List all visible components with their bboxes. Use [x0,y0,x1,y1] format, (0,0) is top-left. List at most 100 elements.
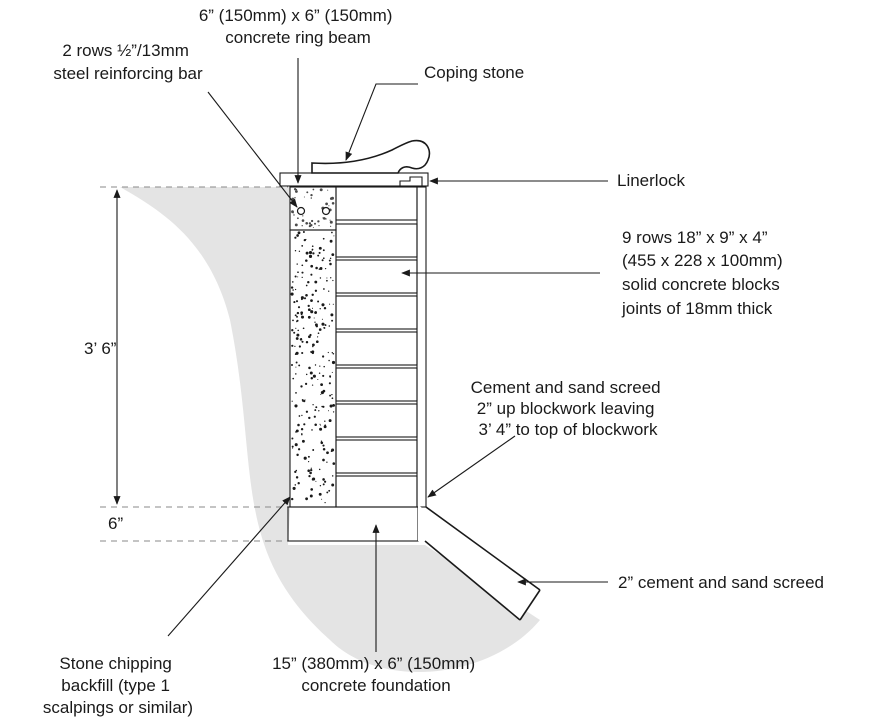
stipple-dot [310,299,313,302]
stipple-dot [317,332,320,335]
stipple-dot [307,469,311,473]
stipple-dot [308,224,312,228]
stipple-dot [308,474,311,478]
stipple-dot [310,264,314,268]
stipple-dot [295,373,297,375]
stipple-dot [315,406,318,409]
stipple-dot [319,267,323,270]
stipple-dot [329,404,333,408]
stipple-dot [327,189,329,191]
stipple-dot [297,329,299,332]
stipple-dot [291,445,294,448]
stipple-dot [318,410,320,412]
stipple-dot [331,202,335,205]
stipple-dot [295,188,298,191]
stipple-dot [314,280,318,284]
stipple-dot [326,279,328,282]
stipple-dot [322,237,325,240]
concrete-block-courses [335,186,418,508]
stipple-dot [317,254,320,257]
stipple-dot [312,477,316,481]
stipple-dot [303,423,306,426]
stipple-dot [324,324,327,327]
stipple-dot [297,217,299,220]
stipple-dot [305,497,308,501]
stipple-dot [309,494,313,498]
rebar-left [296,206,306,216]
stipple-dot [291,400,293,402]
stipple-dot [294,314,297,317]
stipple-dot [314,409,317,412]
stipple-dot [331,393,333,396]
backfill-stipple [290,231,336,504]
coping-leader [345,83,418,161]
stipple-dot [327,351,329,354]
stipple-dot [324,480,327,483]
stipple-dot [314,321,316,323]
stipple-dot [314,423,317,426]
stipple-dot [331,360,336,365]
stipple-dot [296,315,298,318]
stipple-dot [301,264,304,267]
stipple-dot [310,197,313,199]
stipple-dot [329,262,332,266]
coping-stone-profile [311,139,431,174]
stipple-dot [300,315,305,319]
stipple-dot [328,489,331,492]
backfill-leader [167,496,291,637]
stipple-dot [294,223,298,227]
stipple-dot [295,337,299,340]
stipple-dot [294,345,296,348]
stipple-dot [292,486,296,490]
stipple-dot [294,484,297,486]
stipple-dot [297,276,299,278]
stipple-dot [319,277,322,279]
stipple-dot [329,197,333,200]
stipple-dot [324,501,326,504]
stipple-dot [332,403,336,407]
stipple-dot [294,197,296,199]
stipple-dot [328,325,331,327]
stipple-dot [304,382,308,386]
screed-layer [416,186,427,508]
stipple-dot [330,225,332,227]
stipple-dot [305,259,308,262]
stipple-dot [295,476,299,479]
stipple-dot [317,378,319,381]
stipple-dot [295,469,298,472]
ground-excavation-area [120,187,540,673]
stipple-dot [321,498,323,500]
stipple-dot [300,311,304,315]
screed-up-leader [427,435,516,498]
rebar-leader [207,91,298,208]
stipple-dot [293,214,295,216]
stipple-dot [323,288,325,290]
stipple-dot [301,399,304,401]
stipple-dot [308,251,313,255]
stipple-dot [326,451,329,455]
stipple-dot [297,271,299,274]
stipple-dot [331,253,335,257]
stipple-dot [301,414,303,417]
stipple-dot [312,226,314,229]
stipple-dot [296,263,298,265]
stipple-dot [295,361,298,364]
stipple-dot [321,303,325,307]
stipple-dot [328,205,330,207]
stipple-dot [305,340,309,344]
linerlock-profile [399,176,423,186]
floor-screed-top-line [425,506,541,591]
stipple-dot [324,267,327,270]
stipple-dot [302,400,304,402]
stipple-dot [308,222,312,225]
stipple-dot [317,336,319,338]
stipple-dot [312,343,315,347]
stipple-dot [307,315,311,319]
stipple-dot [294,250,297,252]
stipple-dot [331,352,333,354]
blocks-label: 9 rows 18” x 9” x 4” (455 x 228 x 100mm)… [621,228,787,318]
stipple-dot [329,376,331,378]
stipple-dot [322,448,326,451]
stipple-dot [322,257,325,260]
stipple-dot [311,307,314,309]
